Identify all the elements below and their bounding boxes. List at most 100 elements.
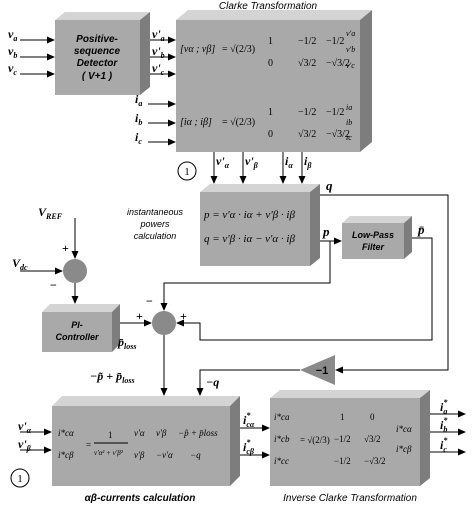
svg-text:i*cβ: i*cβ xyxy=(58,450,74,460)
label-out-a: i*a xyxy=(440,398,448,416)
svg-text:i*cα: i*cα xyxy=(396,424,412,434)
summer-ploss xyxy=(152,311,176,335)
svg-text:= √(2/3): = √(2/3) xyxy=(300,435,330,445)
label-vpa: v'a xyxy=(152,27,165,43)
pi-controller-block: PI- Controller xyxy=(42,304,120,352)
label-va: va xyxy=(8,27,17,43)
svg-text:−1/2: −1/2 xyxy=(326,107,344,118)
svg-text:0: 0 xyxy=(268,129,273,140)
label-q: q xyxy=(326,178,333,193)
label-ic-alpha: i*cα xyxy=(243,411,255,429)
inv-clarke-title: Inverse Clarke Transformation xyxy=(283,493,417,504)
svg-text:−√3/2: −√3/2 xyxy=(364,456,386,466)
svg-text:−1/2: −1/2 xyxy=(298,36,316,47)
label-pbar: p̄ xyxy=(417,222,425,237)
label-i-beta: iβ xyxy=(304,154,312,170)
sign-vdc-minus: − xyxy=(50,278,57,292)
sign-pbar-plus: + xyxy=(180,309,187,323)
svg-text:[vα ; vβ]: [vα ; vβ] xyxy=(180,44,215,55)
psd-label-2: sequence xyxy=(74,46,121,57)
svg-text:−p̃ + p̄loss: −p̃ + p̄loss xyxy=(178,428,218,438)
wires xyxy=(20,36,466,459)
label-vpc: v'c xyxy=(152,61,165,77)
svg-text:√3/2: √3/2 xyxy=(298,129,316,140)
svg-text:ib: ib xyxy=(346,118,352,127)
positive-sequence-detector-block: Positive- sequence Detector ( V+1 ) xyxy=(55,12,150,95)
svg-text:i*cc: i*cc xyxy=(274,456,289,466)
svg-text:v'α² + v'β²: v'α² + v'β² xyxy=(94,449,124,457)
svg-text:i*ca: i*ca xyxy=(274,412,290,422)
ab-currents-title: αβ-currents calculation xyxy=(85,493,196,504)
sign-p-minus: − xyxy=(146,294,153,308)
svg-text:1: 1 xyxy=(184,166,190,178)
sign-vref-plus: + xyxy=(62,241,69,255)
lpf-label-1: Low-Pass xyxy=(352,230,394,240)
svg-text:=: = xyxy=(86,440,91,450)
svg-text:−1/2: −1/2 xyxy=(334,434,351,444)
psd-label-3: Detector xyxy=(77,58,119,69)
inverse-clarke-block xyxy=(270,390,430,486)
svg-text:√3/2: √3/2 xyxy=(298,58,316,69)
pi-label-1: PI- xyxy=(71,320,83,330)
svg-text:= √(2/3): = √(2/3) xyxy=(222,44,255,55)
label-v-beta: v'β xyxy=(245,154,259,170)
label-i-alpha: iα xyxy=(285,154,293,170)
powers-title-2: powers xyxy=(139,219,170,229)
label-vb: vb xyxy=(8,44,17,60)
svg-text:−√3/2: −√3/2 xyxy=(326,129,350,140)
svg-text:i*cβ: i*cβ xyxy=(396,444,412,454)
low-pass-filter-block: Low-Pass Filter xyxy=(342,216,412,259)
svg-text:1: 1 xyxy=(268,107,273,118)
label-ploss: p̄loss xyxy=(117,335,136,351)
svg-text:q = v'β · iα − v'α · iβ: q = v'β · iα − v'α · iβ xyxy=(204,233,295,245)
label-vref: VREF xyxy=(38,205,63,221)
powers-equations: p = v'α · iα + v'β · iβ q = v'β · iα − v… xyxy=(203,209,295,245)
psd-label-1: Positive- xyxy=(76,34,118,45)
svg-text:ia: ia xyxy=(346,103,352,112)
label-p: p xyxy=(322,224,330,239)
svg-text:p = v'α · iα + v'β · iβ: p = v'α · iα + v'β · iβ xyxy=(203,209,295,221)
gain-block: −1 xyxy=(300,355,335,385)
ab-currents-equation: i*cα i*cβ = 1 v'α² + v'β² v'α v'β v'β −v… xyxy=(58,428,218,460)
circle-1-top: 1 xyxy=(177,161,197,181)
label-ic-beta: i*cβ xyxy=(243,438,255,456)
label-out-b: i*b xyxy=(440,416,448,434)
svg-text:v'c: v'c xyxy=(346,61,355,70)
svg-text:√3/2: √3/2 xyxy=(364,434,380,444)
svg-text:v'α: v'α xyxy=(134,428,145,438)
svg-text:1: 1 xyxy=(108,430,113,440)
summer-vdc xyxy=(63,259,87,283)
svg-text:v'β: v'β xyxy=(134,450,145,460)
clarke-title: Clarke Transformation xyxy=(219,1,318,12)
label-ref-p: −p̃ + p̄loss xyxy=(90,369,135,385)
instantaneous-powers-block xyxy=(200,184,320,266)
powers-title-3: calculation xyxy=(134,231,177,241)
circle-1-bottom: 1 xyxy=(10,468,30,488)
svg-text:v'β: v'β xyxy=(156,428,167,438)
svg-text:−1/2: −1/2 xyxy=(298,107,316,118)
label-vc: vc xyxy=(8,61,17,77)
clarke-current-equation: [iα ; iβ] = √(2/3) 1 −1/2 −1/2 0 √3/2 −√… xyxy=(180,103,352,142)
svg-text:1: 1 xyxy=(340,412,345,422)
label-ib: ib xyxy=(135,111,142,127)
label-v-alpha: v'α xyxy=(216,154,230,170)
svg-text:−1/2: −1/2 xyxy=(334,456,351,466)
svg-text:i*cα: i*cα xyxy=(58,428,74,438)
svg-text:0: 0 xyxy=(370,412,375,422)
svg-text:v'b: v'b xyxy=(346,45,355,54)
svg-text:v'a: v'a xyxy=(346,29,355,38)
sign-ploss-plus: + xyxy=(136,309,143,323)
label-ab-v-beta: v'β xyxy=(18,437,32,453)
svg-text:[iα ; iβ]: [iα ; iβ] xyxy=(180,117,212,128)
svg-text:= √(2/3): = √(2/3) xyxy=(222,117,255,128)
clarke-voltage-equation: [vα ; vβ] = √(2/3) 1 −1/2 −1/2 0 √3/2 −√… xyxy=(180,29,355,70)
svg-text:i*cb: i*cb xyxy=(274,434,290,444)
clarke-transformation-block xyxy=(176,10,372,152)
svg-text:−1/2: −1/2 xyxy=(326,36,344,47)
svg-text:−q: −q xyxy=(190,450,201,460)
label-ic: ic xyxy=(135,130,142,146)
ab-currents-block xyxy=(52,396,240,486)
label-vdc: Vdc xyxy=(12,256,28,272)
pi-label-2: Controller xyxy=(55,332,98,342)
